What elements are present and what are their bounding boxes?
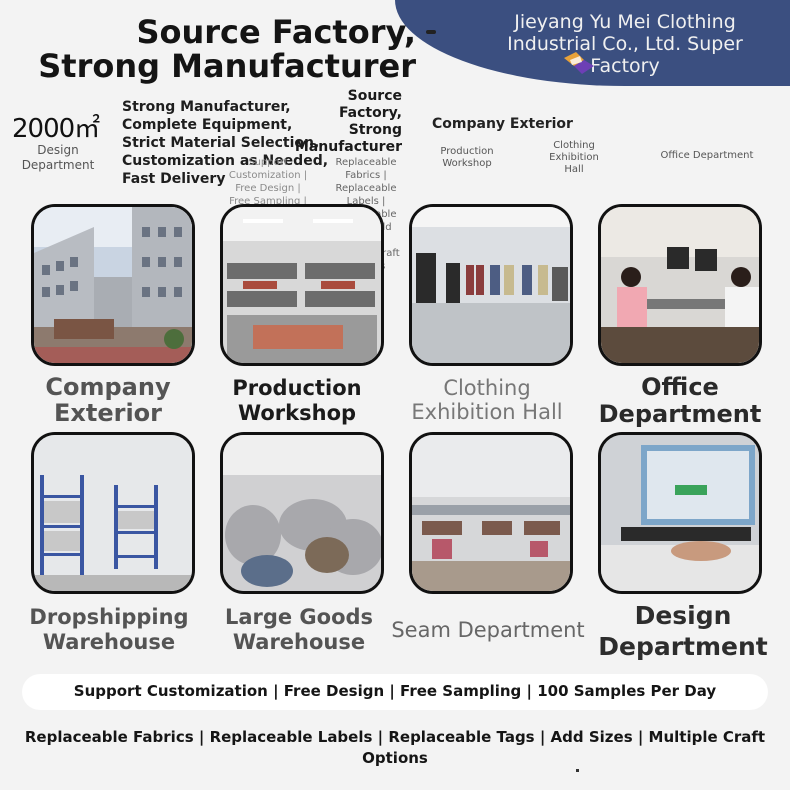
production-workshop-label: Production Workshop	[440, 146, 494, 169]
caption-office-department: Office Department	[598, 373, 762, 428]
dot-decoration	[426, 30, 436, 34]
photo-production-workshop	[220, 204, 384, 366]
caption-company-exterior: Company Exterior	[45, 373, 171, 427]
company-exterior-heading: Company Exterior	[432, 116, 573, 132]
area-label: Design Department	[21, 143, 95, 172]
photo-clothing-exhibition	[409, 204, 573, 366]
caption-design-department: Design Department	[598, 601, 768, 661]
hero-title: Source Factory, Strong Manufacturer	[38, 13, 416, 85]
photo-office-department	[598, 204, 762, 366]
photo-large-goods-warehouse	[220, 432, 384, 594]
caption-clothing-exhibition: Clothing Exhibition Hall	[411, 376, 563, 424]
office-department-label: Office Department	[660, 150, 754, 161]
area-value: 2000㎡	[12, 114, 100, 144]
caption-dropshipping-warehouse: Dropshipping Warehouse	[29, 605, 189, 654]
photo-company-exterior	[31, 204, 195, 366]
divider-tick	[576, 769, 579, 772]
customization-text: Support Customization | Free Design | Fr…	[73, 682, 717, 700]
company-logo-icon	[564, 52, 594, 74]
feature-text: Strong Manufacturer, Complete Equipment,…	[122, 99, 329, 187]
caption-seam-department: Seam Department	[391, 618, 585, 642]
photo-dropshipping-warehouse	[31, 432, 195, 594]
company-name: Jieyang Yu Mei Clothing Industrial Co., …	[507, 11, 743, 77]
photo-seam-department	[409, 432, 573, 594]
caption-production-workshop: Production Workshop	[232, 376, 362, 425]
caption-large-goods-warehouse: Large Goods Warehouse	[224, 605, 374, 654]
photo-design-department	[598, 432, 762, 594]
clothing-exhibition-label: Clothing Exhibition Hall	[549, 140, 599, 175]
customization-pill	[22, 674, 768, 710]
replaceable-options-text: Replaceable Fabrics | Replaceable Labels…	[24, 728, 766, 767]
mid-title: Source Factory, Strong Manufacturer	[294, 88, 402, 155]
